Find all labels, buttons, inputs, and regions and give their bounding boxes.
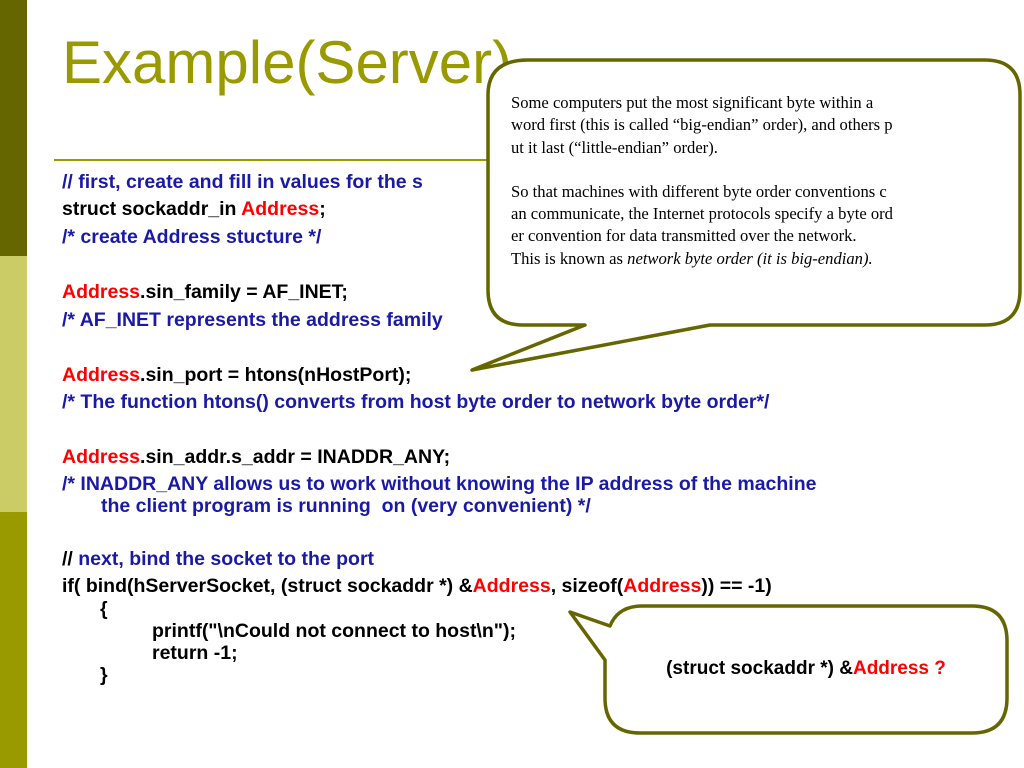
code-text: if( bind(hServerSocket, (struct sockaddr… (62, 575, 473, 597)
comment-text: first, create and fill in values for the… (78, 171, 423, 193)
code-text: , sizeof( (550, 575, 624, 597)
callout-top-bubble (470, 58, 1022, 372)
code-text: .sin_addr.s_addr = INADDR_ANY; (140, 446, 451, 468)
comment-prefix: // (62, 171, 79, 193)
callout-bottom-text: (struct sockaddr *) &Address ? (606, 658, 1006, 680)
slide-title: Example(Server) (62, 29, 513, 96)
highlight-address: Address (241, 198, 320, 220)
code-text: .sin_family = AF_INET; (140, 281, 348, 303)
left-bar-olive (0, 512, 27, 768)
code-text: struct sockaddr_in (62, 198, 242, 220)
callout-text: This is known as (511, 248, 628, 268)
highlight-address: Address (62, 446, 141, 468)
code-brace-open: { (100, 598, 108, 620)
code-text: ; (319, 198, 326, 220)
callout-top-text: Some computers put the most significant … (511, 92, 1006, 270)
code-line: Address.sin_port = htons(nHostPort); (62, 364, 411, 386)
code-line: if( bind(hServerSocket, (struct sockaddr… (62, 575, 772, 597)
highlight-address: Address (62, 364, 141, 386)
code-brace-close: } (100, 664, 108, 686)
code-text: .sin_port = htons(nHostPort); (140, 364, 412, 386)
callout-line: So that machines with different byte ord… (511, 181, 887, 201)
comment-prefix: // (62, 548, 79, 570)
code-text: )) == -1) (701, 575, 772, 597)
code-comment: /* INADDR_ANY allows us to work without … (62, 473, 817, 495)
code-line: return -1; (152, 642, 238, 664)
left-bar-light (0, 256, 27, 512)
code-line: struct sockaddr_in Address; (62, 198, 326, 220)
code-line: Address.sin_addr.s_addr = INADDR_ANY; (62, 446, 450, 468)
left-bar-dark (0, 0, 27, 256)
code-line: // first, create and fill in values for … (62, 171, 423, 193)
callout-line: Some computers put the most significant … (511, 93, 874, 112)
callout-text: (struct sockaddr *) & (666, 658, 853, 679)
code-line: printf("\nCould not connect to host\n"); (152, 620, 516, 642)
comment-text: next, bind the socket to the port (78, 548, 375, 570)
highlight-address: Address ? (852, 658, 946, 679)
callout-line: This is known as network byte order (it … (511, 248, 1006, 270)
title-divider (54, 159, 614, 161)
code-line: Address.sin_family = AF_INET; (62, 281, 348, 303)
callout-line: er convention for data transmitted over … (511, 226, 857, 246)
highlight-address: Address (472, 575, 551, 597)
code-comment: /* create Address stucture */ (62, 226, 322, 248)
highlight-address: Address (62, 281, 141, 303)
callout-line: an communicate, the Internet protocols s… (511, 204, 893, 224)
code-comment: the client program is running on (very c… (101, 495, 591, 517)
callout-line: ut it last (“little-endian” order). (511, 137, 718, 157)
callout-italic-text: network byte order (it is big-endian). (627, 248, 873, 268)
paragraph-gap (511, 159, 1006, 181)
code-line: // next, bind the socket to the port (62, 548, 374, 570)
code-comment: /* The function htons() converts from ho… (62, 391, 770, 413)
highlight-address: Address (623, 575, 702, 597)
callout-bottom-bubble (568, 604, 1009, 735)
code-comment: /* AF_INET represents the address family (62, 309, 443, 331)
callout-line: word first (this is called “big-endian” … (511, 115, 893, 135)
